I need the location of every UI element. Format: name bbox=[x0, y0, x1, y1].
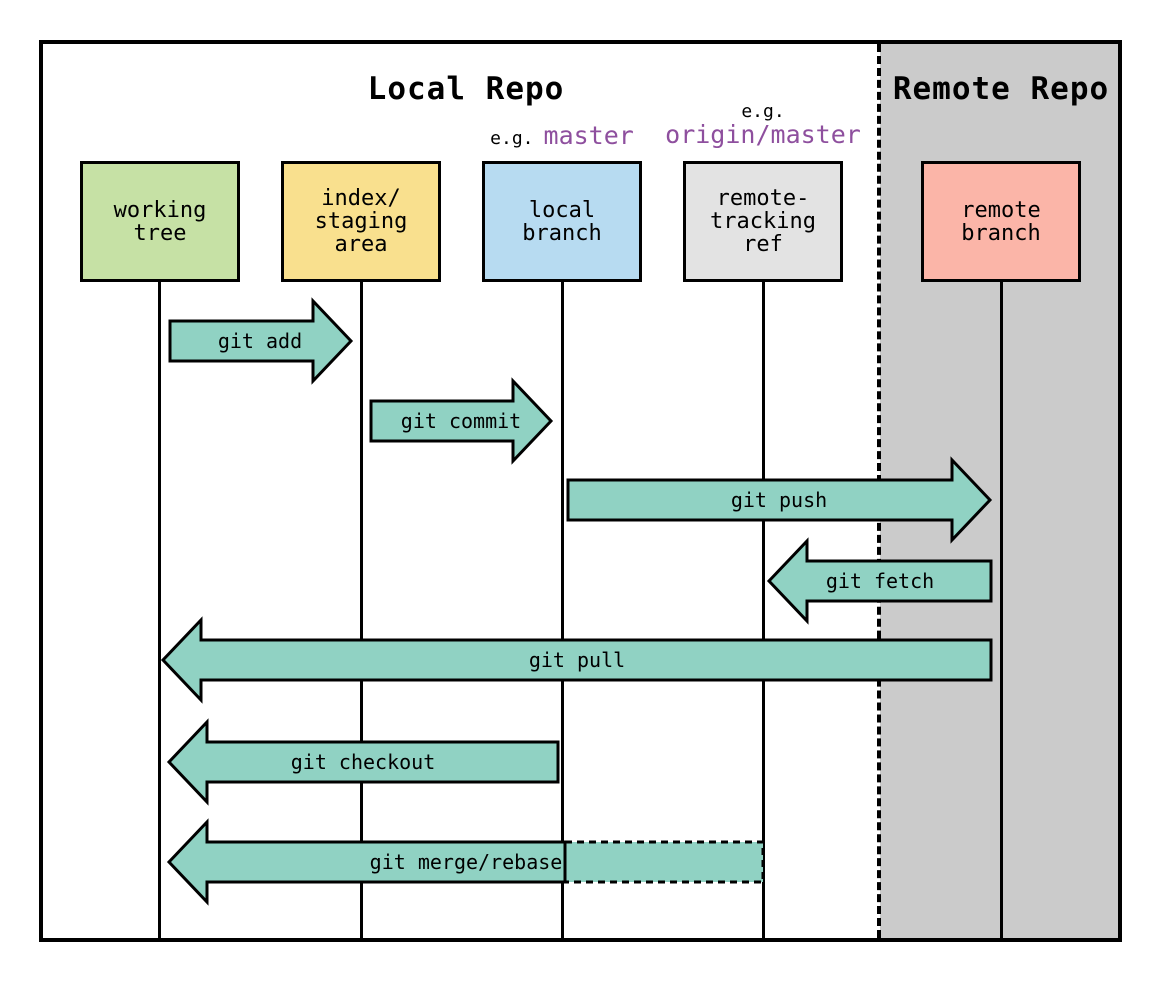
git-checkout-arrow bbox=[166, 718, 560, 806]
git-checkout-label: git checkout bbox=[290, 750, 436, 774]
working-tree-box: working tree bbox=[80, 161, 240, 282]
git-fetch-label: git fetch bbox=[825, 569, 935, 593]
git-merge-arrow bbox=[166, 818, 567, 906]
example-prefix: e.g. bbox=[490, 128, 534, 149]
index-staging-box: index/ staging area bbox=[281, 161, 441, 282]
remote-branch-lifeline bbox=[1000, 282, 1003, 938]
git-push-arrow bbox=[566, 456, 993, 544]
git-pull-label: git pull bbox=[528, 648, 626, 672]
git-push-label: git push bbox=[730, 488, 828, 512]
remote-branch-box: remote branch bbox=[921, 161, 1081, 282]
index-lifeline bbox=[360, 282, 363, 938]
remote-tracking-box: remote- tracking ref bbox=[683, 161, 843, 282]
git-merge-dashed-extension bbox=[565, 840, 765, 884]
local-branch-box: local branch bbox=[482, 161, 642, 282]
git-add-label: git add bbox=[217, 329, 303, 353]
local-branch-lifeline bbox=[561, 282, 564, 938]
remote-tracking-lifeline bbox=[762, 282, 765, 938]
example-ref-name: origin/master bbox=[665, 120, 861, 149]
git-add-arrow bbox=[168, 297, 354, 385]
git-pull-arrow bbox=[160, 616, 993, 704]
git-commit-label: git commit bbox=[400, 409, 522, 433]
git-merge-label: git merge/rebase bbox=[369, 850, 563, 874]
working-tree-lifeline bbox=[158, 282, 161, 938]
example-prefix: e.g. bbox=[741, 101, 785, 122]
git-commit-arrow bbox=[369, 377, 554, 465]
example-branch-name: master bbox=[543, 121, 634, 150]
local-branch-example-label: e.g. master bbox=[462, 121, 662, 151]
git-fetch-arrow bbox=[766, 537, 993, 625]
local-repo-title: Local Repo bbox=[367, 71, 565, 107]
remote-tracking-example-label: e.g. origin/master bbox=[638, 100, 888, 149]
remote-repo-title: Remote Repo bbox=[892, 71, 1110, 107]
